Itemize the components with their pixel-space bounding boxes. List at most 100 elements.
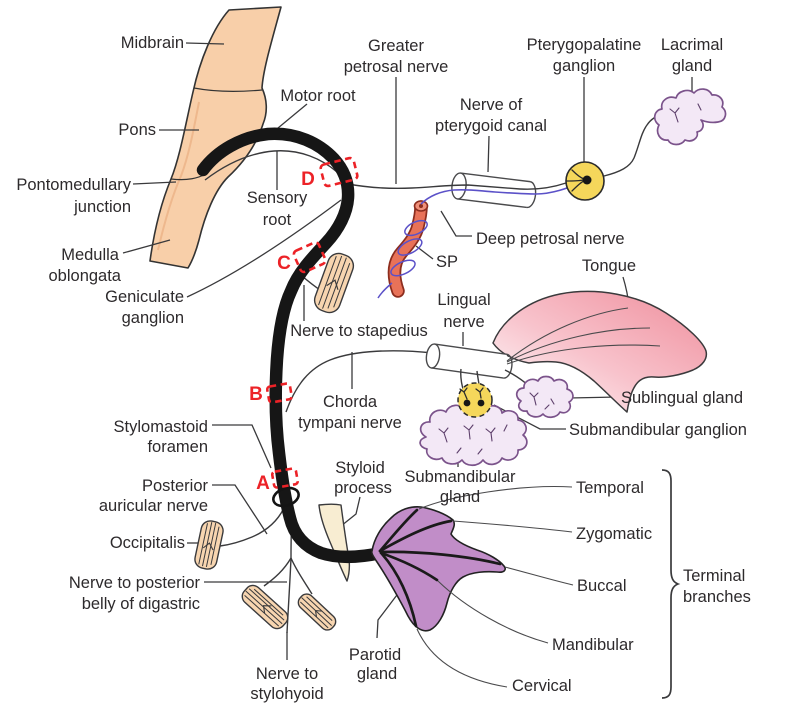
marker-box-d [319, 156, 359, 188]
posterior-auricular-pointer [212, 484, 268, 535]
label-temporal: Temporal [576, 479, 644, 497]
label-sensory-root-1: Sensory [247, 189, 308, 207]
ganglion-dot-2 [477, 399, 485, 407]
posterior-auricular-nerve-line [219, 507, 285, 547]
greater-petrosal-nerve-line [347, 182, 567, 190]
label-terminal-1: Terminal [683, 567, 745, 585]
label-chorda-2: tympani nerve [298, 414, 402, 432]
parotid-pointer [376, 586, 404, 639]
label-pontomedullary-1: Pontomedullary [16, 176, 131, 194]
label-chorda-1: Chorda [323, 393, 378, 411]
lingual-nerve-cylinder [425, 343, 513, 379]
label-pterygopalatine-2: ganglion [553, 57, 615, 75]
label-sublingual: Sublingual gland [621, 389, 743, 407]
parotid-gland-shape [370, 506, 506, 632]
submandibular-gland-shape [419, 403, 528, 467]
styloid-pointer [340, 496, 361, 527]
pointer-lines [122, 42, 693, 660]
label-sp: SP [436, 253, 458, 271]
nerve-to-lacrimal-line [603, 114, 663, 177]
submandibular-ganglion-shape [457, 382, 493, 418]
tongue-body [492, 290, 708, 413]
marker-box-a [270, 467, 300, 489]
brainstem-body [149, 6, 282, 269]
sympathetic-coil [377, 219, 428, 299]
label-submandibular-gland-2: gland [440, 488, 480, 506]
temporal-branch-line [418, 486, 573, 510]
digastric-muscle [241, 584, 289, 630]
marker-letter-c: C [277, 253, 291, 274]
geniculate-pointer [186, 199, 342, 298]
label-lingual-1: Lingual [437, 291, 490, 309]
marker-letter-a: A [256, 473, 270, 494]
label-styloid-2: process [334, 479, 392, 497]
sublingual-pointer [568, 396, 619, 399]
label-pterygoid-canal-1: Nerve of [460, 96, 523, 114]
medulla-pointer [122, 239, 171, 254]
label-parotid-1: Parotid [349, 646, 401, 664]
label-sensory-root-2: root [263, 211, 292, 229]
artery-opening-dot [419, 204, 423, 208]
brainstem [149, 6, 282, 269]
midbrain-pons-boundary [193, 87, 263, 92]
sp-artery [377, 200, 429, 299]
pterygoid-canal-pointer [487, 135, 490, 173]
labels: Midbrain Pons Pontomedullary junction Me… [16, 34, 751, 703]
label-stylomastoid-2: foramen [147, 438, 208, 456]
buccal-branch-line [504, 566, 574, 586]
deep-petrosal-pointer [440, 210, 472, 237]
label-medulla-1: Medulla [61, 246, 120, 264]
marker-letter-b: B [249, 384, 263, 405]
brainstem-shade-line [157, 101, 200, 251]
label-buccal: Buccal [577, 577, 627, 595]
label-posterior-auricular-2: auricular nerve [99, 497, 208, 515]
marker-box-b [265, 382, 294, 404]
label-medulla-2: oblongata [49, 267, 122, 285]
mandibular-branch-line [437, 580, 549, 644]
label-motor-root: Motor root [280, 87, 356, 105]
cervical-branch-line [416, 628, 508, 688]
styloid-process-shape [318, 503, 351, 582]
branch-to-digastric [263, 557, 292, 587]
sublingual-gland-shape [515, 375, 574, 418]
stapedius-muscle [313, 252, 355, 314]
label-pontomedullary-2: junction [73, 198, 131, 216]
label-posterior-auricular-1: Posterior [142, 477, 209, 495]
label-stylomastoid-1: Stylomastoid [114, 418, 208, 436]
label-submandibular-gland-1: Submandibular [405, 468, 516, 486]
lacrimal-gland-shape [653, 88, 727, 146]
red-markers [265, 156, 359, 489]
label-geniculate-1: Geniculate [105, 288, 184, 306]
label-greater-petrosal-2: petrosal nerve [344, 58, 449, 76]
label-parotid-2: gland [357, 665, 397, 683]
label-deep-petrosal: Deep petrosal nerve [476, 230, 625, 248]
label-pons: Pons [118, 121, 156, 139]
marker-letter-d: D [301, 169, 315, 190]
petrosal-pathways [347, 114, 663, 424]
facial-nerve-trunk [196, 127, 388, 563]
label-submandibular-ganglion: Submandibular ganglion [569, 421, 747, 439]
branch-to-stylohyoid-muscle [290, 557, 313, 595]
label-cervical: Cervical [512, 677, 572, 695]
label-pterygoid-canal-2: pterygoid canal [435, 117, 547, 135]
tongue-fan-lines [506, 307, 661, 365]
midbrain-pointer [185, 42, 225, 45]
label-lingual-2: nerve [443, 313, 484, 331]
label-digastric-2: belly of digastric [82, 595, 200, 613]
stylomastoid-foramen-ring [272, 486, 300, 508]
label-stylohyoid-2: stylohyoid [250, 685, 323, 703]
label-midbrain: Midbrain [121, 34, 184, 52]
branch-stylohyoid-down [286, 557, 292, 634]
terminal-branches-brace [661, 469, 681, 699]
label-digastric-1: Nerve to posterior [69, 574, 201, 592]
label-lacrimal-2: gland [672, 57, 712, 75]
stylohyoid-muscle [297, 593, 337, 631]
label-stylohyoid-1: Nerve to [256, 665, 318, 683]
zygomatic-branch-line [452, 520, 573, 533]
tongue-shape [492, 290, 708, 413]
terminal-branch-lines [416, 486, 574, 688]
label-geniculate-2: ganglion [122, 309, 184, 327]
label-mandibular: Mandibular [552, 636, 634, 654]
